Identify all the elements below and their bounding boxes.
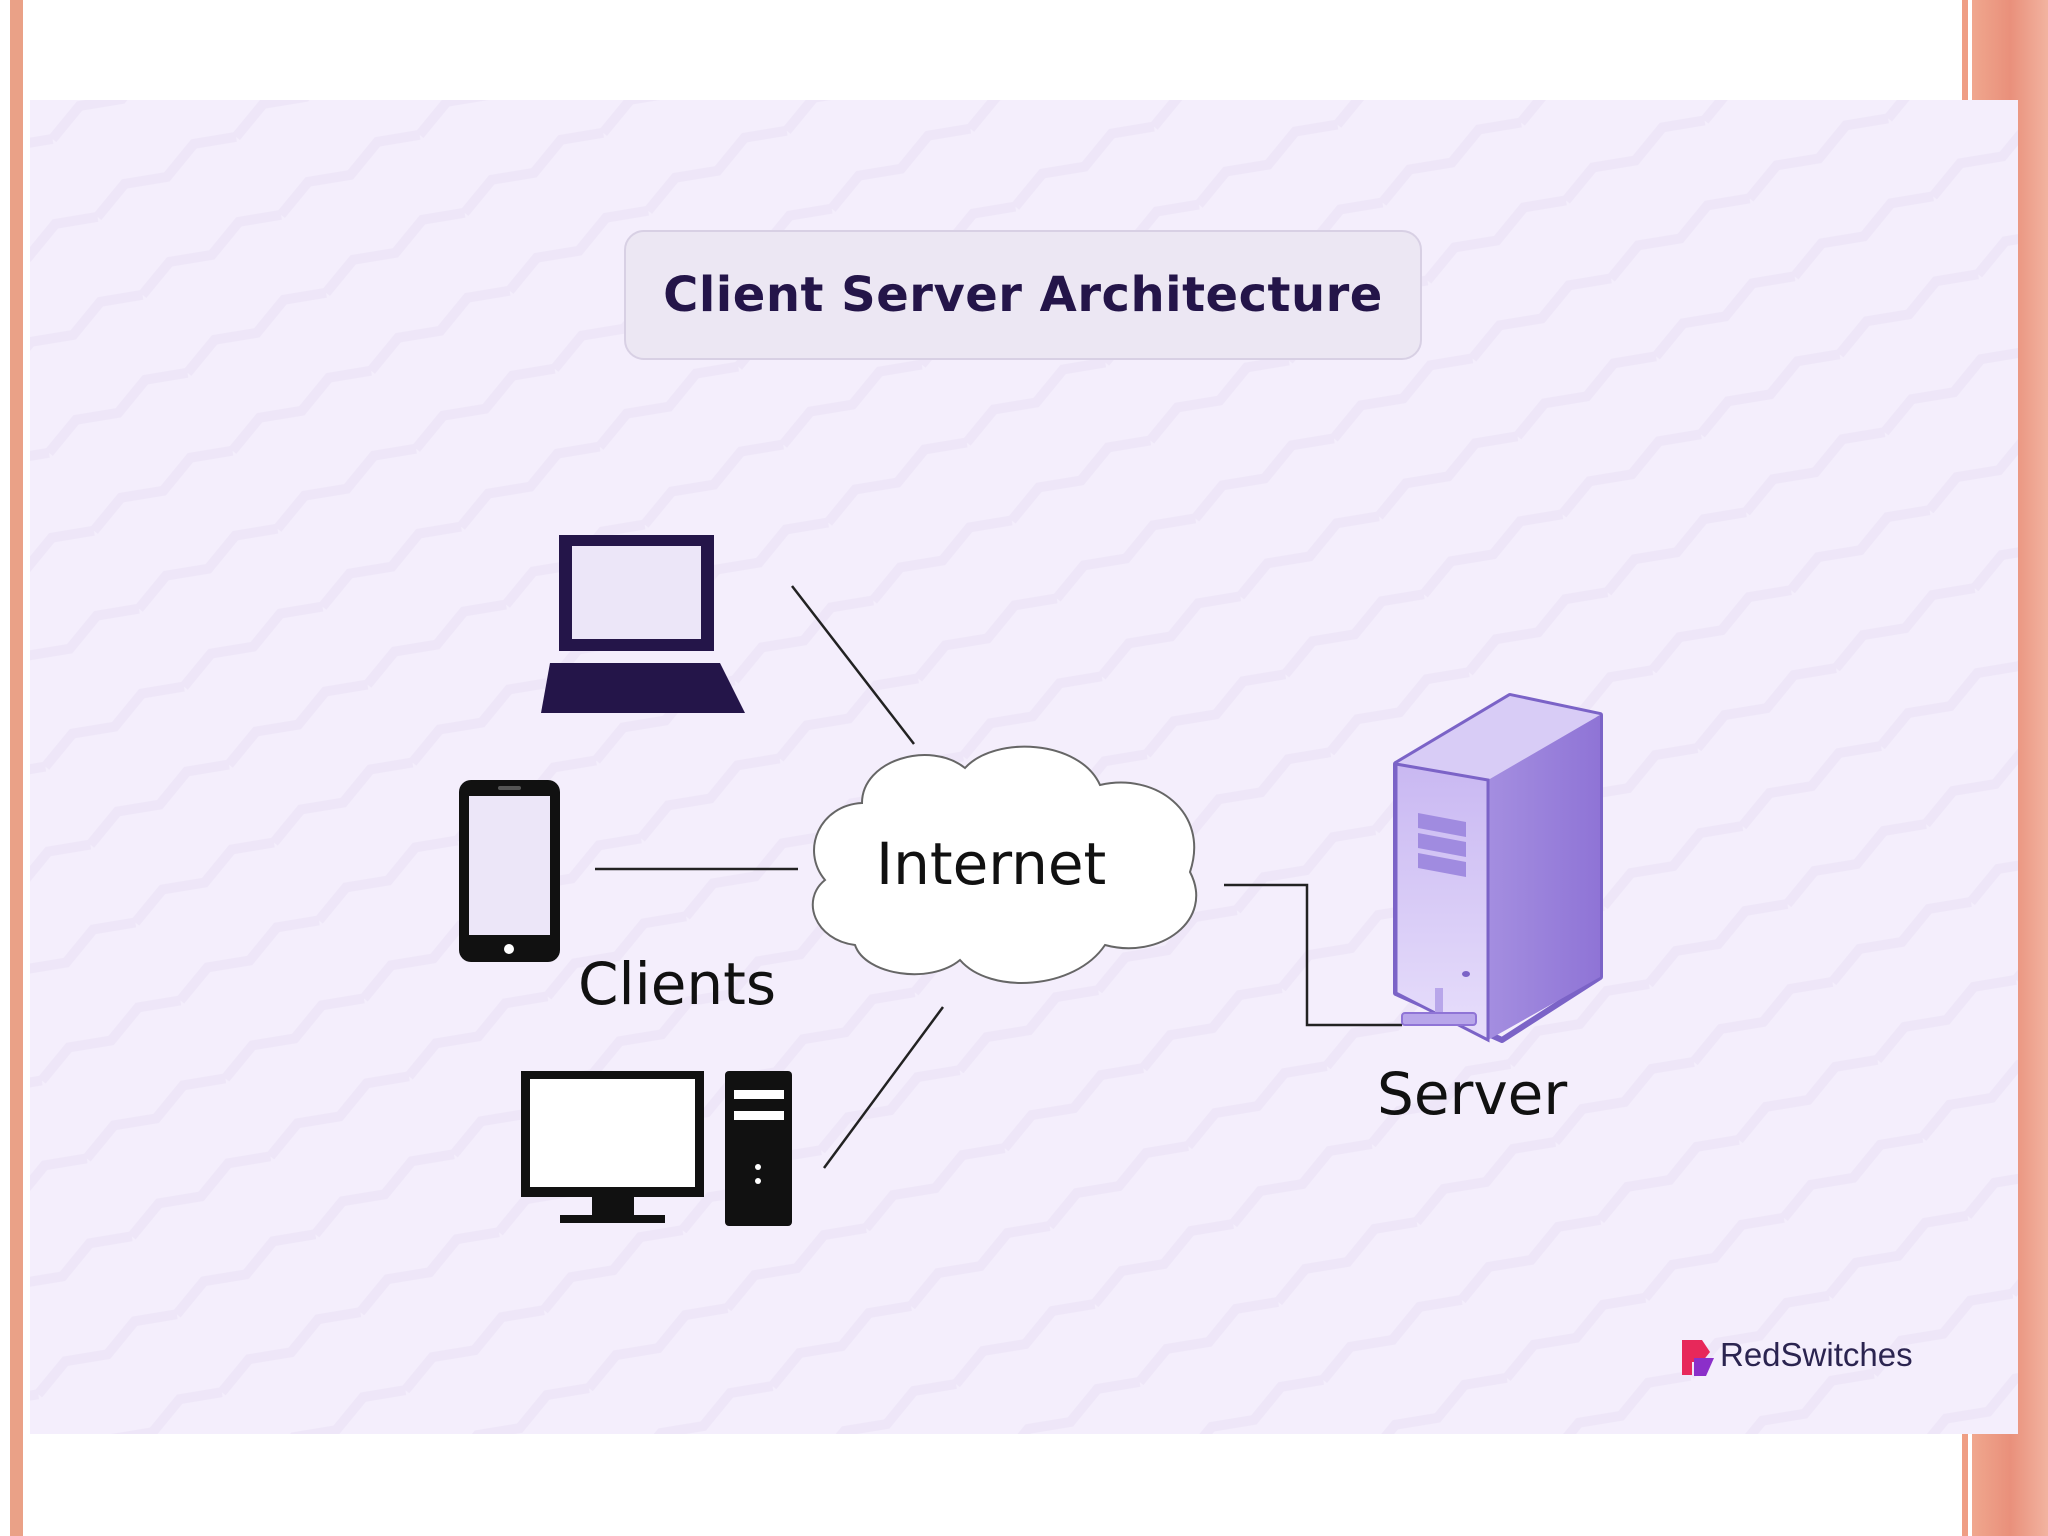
server-label: Server: [1377, 1060, 1568, 1128]
connector-internet-server: [1224, 883, 1402, 1027]
connector-laptop-internet: [791, 585, 915, 745]
server-tower-icon: [1393, 693, 1603, 1043]
desktop-computer-icon: [521, 1071, 792, 1226]
brand-mark-spacer: [1676, 1335, 1712, 1375]
diagram-canvas: Client Server Architecture Internet Clie…: [30, 100, 2018, 1434]
redswitches-logo-icon: [1682, 1340, 1714, 1376]
laptop-icon: [541, 535, 745, 713]
left-border-bar: [10, 0, 23, 1536]
diagram-title: Client Server Architecture: [624, 230, 1422, 360]
clients-label: Clients: [578, 950, 777, 1018]
internet-label: Internet: [876, 830, 1107, 898]
brand-logo: RedSwitches: [1676, 1335, 1913, 1375]
smartphone-icon: [459, 780, 560, 962]
connector-desktop-internet: [822, 1006, 945, 1169]
cloud-icon: [811, 745, 1198, 984]
brand-name: RedSwitches: [1720, 1336, 1913, 1373]
